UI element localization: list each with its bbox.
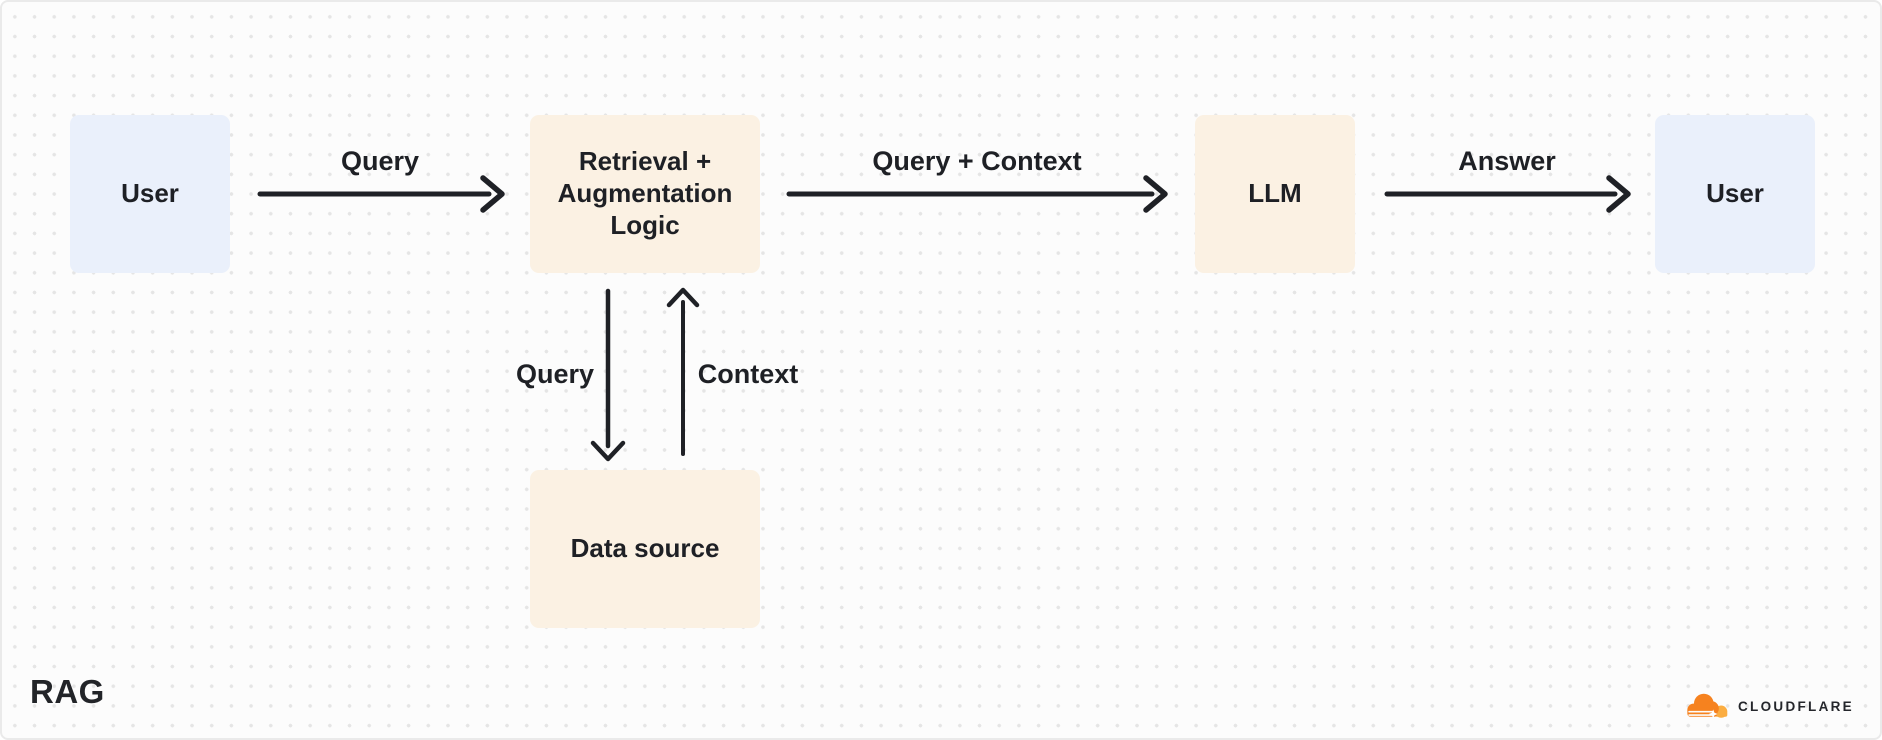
node-user-sink-label: User bbox=[1706, 178, 1764, 209]
edge-answer-arrow bbox=[1384, 175, 1631, 213]
node-user-source-label: User bbox=[121, 178, 179, 209]
node-llm-label: LLM bbox=[1248, 178, 1302, 209]
node-retrieval-augmentation-logic-label: Retrieval + Augmentation Logic bbox=[557, 146, 733, 240]
node-data-source: Data source bbox=[530, 470, 760, 628]
edge-context-up-arrow bbox=[666, 287, 700, 456]
edge-query-context-label: Query + Context bbox=[872, 146, 1082, 176]
edge-query-arrow bbox=[257, 175, 505, 213]
cloudflare-cloud-icon bbox=[1687, 693, 1728, 719]
node-user-sink: User bbox=[1655, 115, 1815, 273]
edge-context-up-label: Context bbox=[697, 359, 799, 389]
node-user-source: User bbox=[70, 115, 230, 273]
edge-query-context-arrow bbox=[786, 175, 1168, 213]
edge-query-label: Query bbox=[340, 146, 420, 176]
node-data-source-label: Data source bbox=[570, 533, 720, 564]
cloudflare-logo: CLOUDFLARE bbox=[1685, 690, 1854, 722]
node-llm: LLM bbox=[1195, 115, 1355, 273]
node-retrieval-augmentation-logic: Retrieval + Augmentation Logic bbox=[530, 115, 760, 273]
edge-query-down-arrow bbox=[590, 288, 626, 462]
diagram-title: RAG bbox=[30, 673, 105, 710]
edge-answer-label: Answer bbox=[1458, 146, 1556, 176]
edge-query-down-label: Query bbox=[515, 359, 595, 389]
cloudflare-wordmark: CLOUDFLARE bbox=[1738, 698, 1854, 714]
